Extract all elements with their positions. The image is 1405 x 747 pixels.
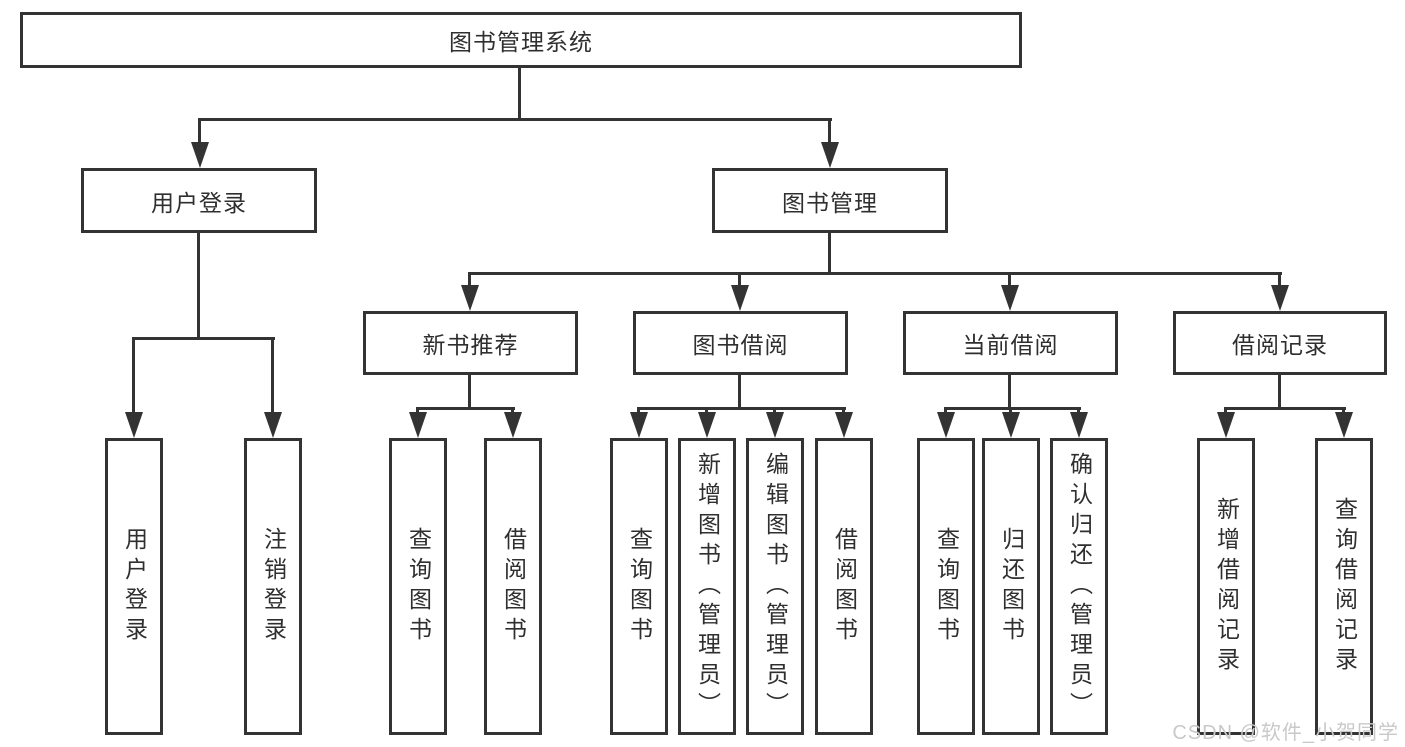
arrowhead-bb-add-icon [698, 412, 716, 438]
leaf-bb-add-books-admin: 新增图书（管理员） [678, 438, 736, 735]
connector-drop-br-query [1342, 407, 1345, 414]
connector-drop-br-add [1224, 407, 1227, 414]
arrowhead-br-add-icon [1217, 412, 1235, 438]
connector-book-borrow-rail [637, 407, 846, 410]
node-borrow-records: 借阅记录 [1173, 311, 1387, 375]
leaf-br-query-record: 查询借阅记录 [1315, 438, 1373, 735]
connector-drop-nbr-borrow [511, 407, 514, 414]
leaf-bb-borrow-books: 借阅图书 [815, 438, 873, 735]
connector-book-mgmt-trunk [828, 233, 831, 274]
connector-drop-cb-query [944, 407, 947, 414]
connector-borrow-records-rail [1224, 407, 1346, 410]
leaf-br-add-record: 新增借阅记录 [1197, 438, 1255, 735]
connector-user-login-trunk [197, 233, 200, 339]
connector-root-rail [198, 118, 832, 121]
connector-drop-new-book-rec [468, 272, 471, 287]
arrowhead-br-query-icon [1335, 412, 1353, 438]
connector-book-borrow-trunk [738, 375, 741, 409]
connector-new-book-rec-rail [416, 407, 515, 410]
connector-drop-user-login [198, 118, 201, 144]
connector-drop-leaf-logout [271, 337, 274, 414]
leaf-logout-login: 注销登录 [244, 438, 302, 735]
leaf-bb-query-books: 查询图书 [610, 438, 668, 735]
arrowhead-nbr-query-icon [409, 412, 427, 438]
connector-drop-book-borrow [738, 272, 741, 287]
connector-drop-bb-edit [773, 407, 776, 414]
arrowhead-book-borrow-icon [731, 285, 749, 311]
node-book-management: 图书管理 [712, 168, 948, 233]
connector-new-book-rec-trunk [468, 375, 471, 409]
connector-borrow-records-trunk [1278, 375, 1281, 409]
connector-drop-borrow-records [1278, 272, 1281, 287]
arrowhead-leaf-logout-icon [264, 412, 282, 438]
leaf-cb-query-books: 查询图书 [917, 438, 975, 735]
connector-drop-cb-return [1009, 407, 1012, 414]
connector-drop-leaf-login [132, 337, 135, 414]
connector-book-mgmt-rail [468, 272, 1282, 275]
connector-current-borrow-trunk [1008, 375, 1011, 409]
arrowhead-bb-borrow-icon [835, 412, 853, 438]
arrowhead-bb-query-icon [630, 412, 648, 438]
watermark: CSDN @软件_小贺同学 [1172, 722, 1399, 744]
arrowhead-cb-confirm-icon [1070, 412, 1088, 438]
arrowhead-cb-query-icon [937, 412, 955, 438]
leaf-nbr-query-books: 查询图书 [389, 438, 447, 735]
connector-drop-nbr-query [416, 407, 419, 414]
arrowhead-leaf-login-icon [125, 412, 143, 438]
leaf-cb-confirm-return-admin: 确认归还（管理员） [1050, 438, 1108, 735]
connector-drop-bb-query [637, 407, 640, 414]
connector-drop-bb-add [705, 407, 708, 414]
connector-drop-book-mgmt [828, 118, 831, 144]
connector-root-trunk [518, 66, 521, 120]
node-library-management-system: 图书管理系统 [20, 12, 1022, 68]
arrowhead-bb-edit-icon [766, 412, 784, 438]
arrowhead-new-book-rec-icon [461, 285, 479, 311]
connector-current-borrow-rail [944, 407, 1081, 410]
leaf-cb-return-books: 归还图书 [982, 438, 1040, 735]
connector-user-login-rail [132, 337, 275, 340]
arrowhead-borrow-records-icon [1271, 285, 1289, 311]
connector-drop-bb-borrow [842, 407, 845, 414]
leaf-user-login: 用户登录 [105, 438, 163, 735]
node-new-book-recommend: 新书推荐 [363, 311, 578, 375]
node-current-borrow: 当前借阅 [903, 311, 1118, 375]
connector-drop-cb-confirm [1077, 407, 1080, 414]
connector-drop-current-borrow [1008, 272, 1011, 287]
arrowhead-current-borrow-icon [1001, 285, 1019, 311]
leaf-nbr-borrow-books: 借阅图书 [484, 438, 542, 735]
arrowhead-nbr-borrow-icon [504, 412, 522, 438]
arrowhead-book-mgmt-icon [821, 142, 839, 168]
arrowhead-cb-return-icon [1002, 412, 1020, 438]
leaf-bb-edit-books-admin: 编辑图书（管理员） [746, 438, 804, 735]
arrowhead-user-login-icon [191, 142, 209, 168]
node-book-borrow: 图书借阅 [633, 311, 848, 375]
node-user-login: 用户登录 [81, 168, 317, 233]
